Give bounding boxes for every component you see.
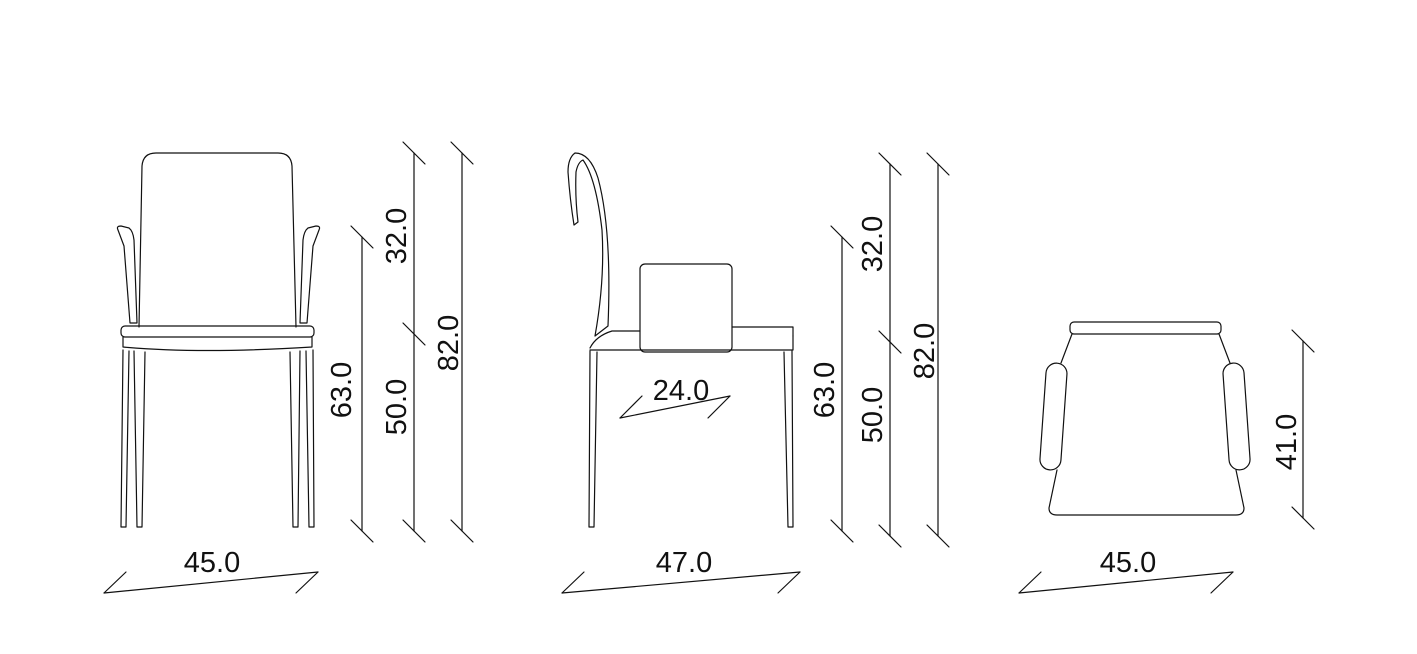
front-back-height-dimension: 32.0 [381,141,426,335]
side-view-chair [567,152,794,528]
side-arm-length-label: 24.0 [653,375,709,407]
top-depth-dimension: 41.0 [1271,329,1315,530]
top-depth-label: 41.0 [1271,414,1303,470]
front-seat-height-dimension: 50.0 [381,322,426,543]
front-total-height-dimension: 82.0 [433,141,474,543]
front-back-height-label: 32.0 [381,208,413,264]
front-seat-height-label: 50.0 [381,379,413,435]
side-arm-height-dimension: 63.0 [809,225,854,543]
top-view-chair [1039,321,1251,516]
front-total-height-label: 82.0 [433,315,465,371]
top-width-dimension: 45.0 [1018,547,1234,594]
front-arm-height-label: 63.0 [326,362,358,418]
side-arm-height-label: 63.0 [809,362,841,418]
front-width-dimension: 45.0 [103,547,319,594]
side-back-height-label: 32.0 [857,216,889,272]
side-view: 24.0 47.0 63.0 50.0 32.0 [561,152,950,594]
side-total-height-label: 82.0 [909,323,941,379]
top-view: 45.0 41.0 [1018,321,1315,594]
side-depth-dimension: 47.0 [561,547,801,594]
front-arm-height-dimension: 63.0 [326,225,374,543]
side-total-height-dimension: 82.0 [909,152,950,548]
side-seat-height-dimension: 50.0 [857,330,902,548]
top-width-label: 45.0 [1100,547,1156,579]
side-back-height-dimension: 32.0 [857,152,902,343]
front-width-label: 45.0 [184,547,240,579]
front-view-chair [116,152,321,528]
front-view: 45.0 63.0 50.0 32.0 82.0 [103,141,474,594]
side-seat-height-label: 50.0 [857,387,889,443]
side-depth-label: 47.0 [656,547,712,579]
side-arm-length-dimension: 24.0 [619,375,731,419]
